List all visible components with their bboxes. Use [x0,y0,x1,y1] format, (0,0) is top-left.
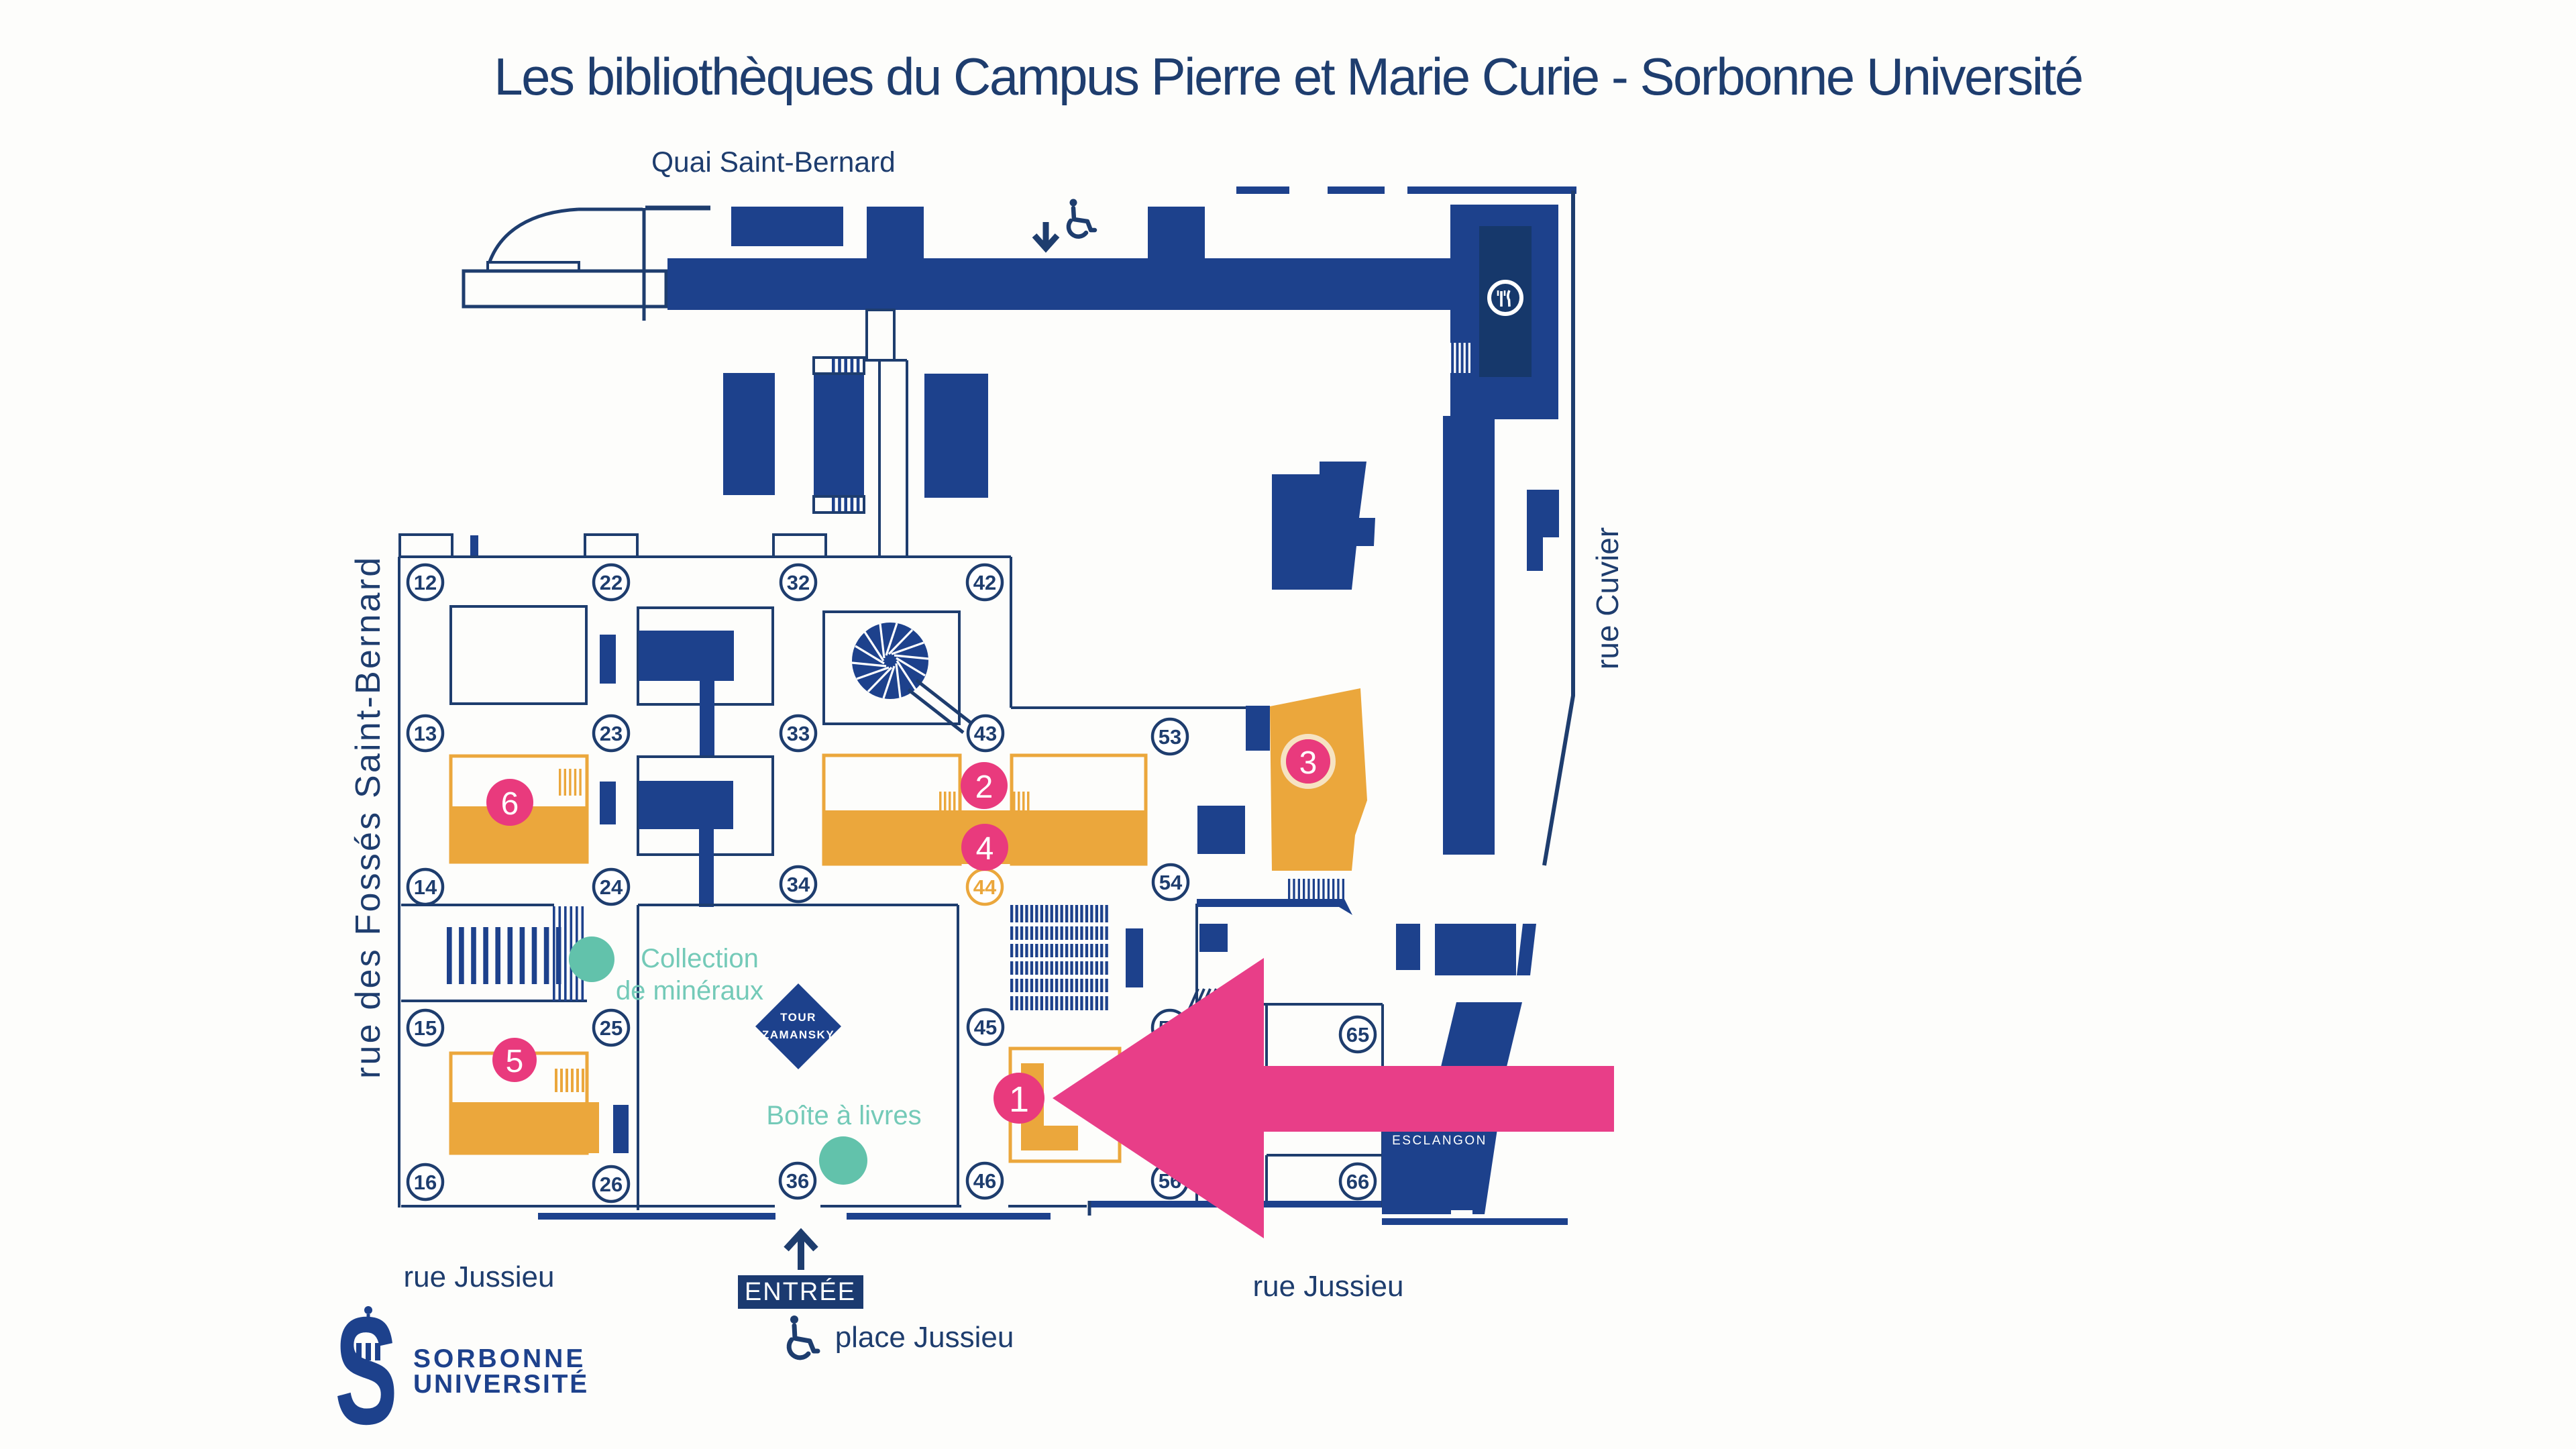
svg-text:UNIVERSITÉ: UNIVERSITÉ [413,1369,589,1399]
svg-text:26: 26 [600,1173,623,1196]
svg-text:16: 16 [414,1171,437,1194]
svg-text:25: 25 [600,1016,623,1040]
svg-text:de minéraux: de minéraux [616,976,763,1006]
svg-text:rue Jussieu: rue Jussieu [1252,1270,1403,1303]
svg-text:ZAMANSKY: ZAMANSKY [762,1028,835,1041]
svg-text:ENTRÉE: ENTRÉE [745,1277,856,1306]
svg-text:23: 23 [600,722,623,745]
svg-text:65: 65 [1346,1023,1369,1046]
svg-text:34: 34 [787,873,810,896]
svg-text:24: 24 [600,875,623,899]
svg-text:2: 2 [975,769,994,805]
svg-text:6: 6 [501,786,519,822]
svg-text:rue Cuvier: rue Cuvier [1590,527,1625,669]
svg-text:46: 46 [973,1169,996,1193]
svg-text:44: 44 [973,875,997,899]
svg-text:54: 54 [1159,871,1183,894]
svg-text:4: 4 [976,831,994,867]
svg-text:1: 1 [1009,1079,1029,1120]
svg-text:43: 43 [974,722,997,745]
svg-text:rue des Fossés Saint-Bernard: rue des Fossés Saint-Bernard [349,555,388,1079]
svg-text:3: 3 [1299,745,1318,781]
svg-text:13: 13 [414,722,437,745]
svg-text:SORBONNE: SORBONNE [413,1344,586,1373]
svg-text:36: 36 [786,1169,809,1193]
svg-text:Les bibliothèques du Campus Pi: Les bibliothèques du Campus Pierre et Ma… [494,47,2082,106]
svg-text:place Jussieu: place Jussieu [835,1321,1014,1354]
svg-text:32: 32 [787,571,810,594]
svg-text:45: 45 [974,1016,997,1039]
svg-text:rue Jussieu: rue Jussieu [403,1260,554,1293]
svg-text:53: 53 [1159,725,1181,749]
svg-text:22: 22 [600,571,623,594]
svg-text:ESCLANGON: ESCLANGON [1392,1134,1487,1148]
svg-text:14: 14 [414,875,437,899]
svg-text:33: 33 [787,722,810,745]
svg-text:42: 42 [973,571,996,594]
svg-text:TOUR: TOUR [780,1011,816,1024]
svg-text:Collection: Collection [641,944,759,973]
svg-text:12: 12 [414,571,437,594]
svg-text:Quai Saint-Bernard: Quai Saint-Bernard [651,147,896,178]
svg-text:66: 66 [1346,1170,1369,1193]
svg-text:15: 15 [414,1016,437,1040]
svg-text:5: 5 [506,1044,524,1079]
svg-text:Boîte à livres: Boîte à livres [766,1101,921,1130]
